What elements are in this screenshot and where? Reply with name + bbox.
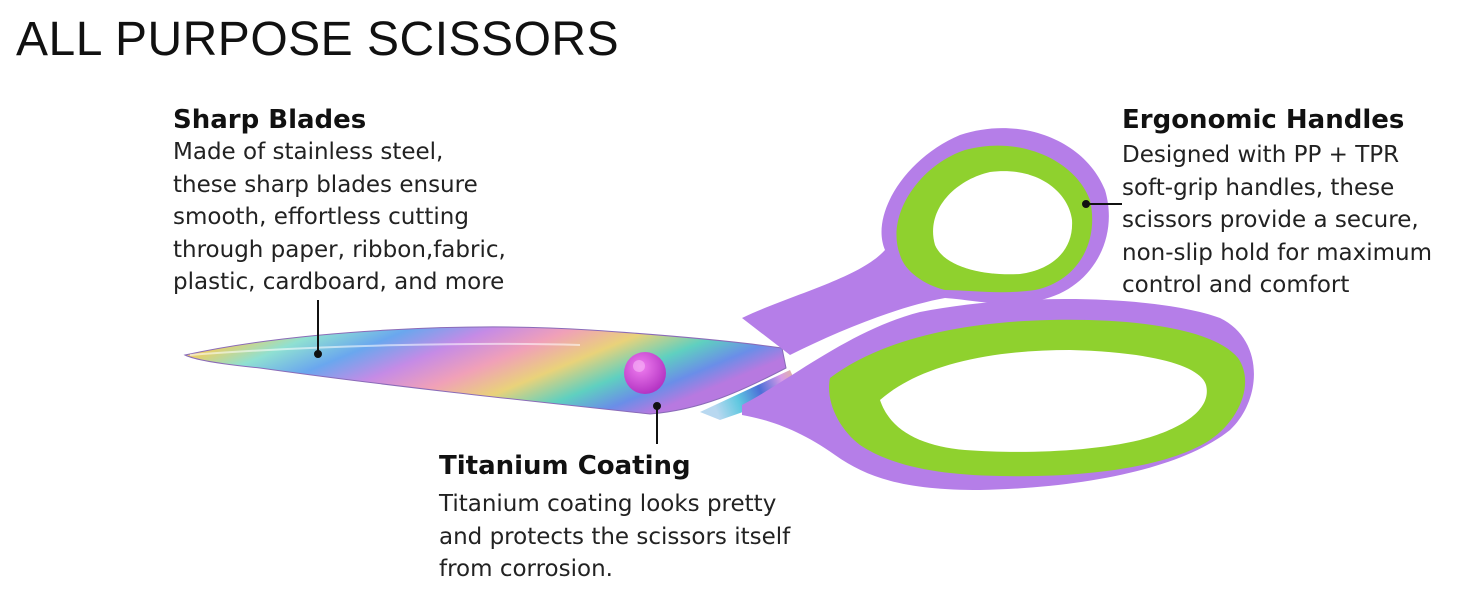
callout-line: through paper, ribbon,fabric, — [173, 236, 506, 263]
callout-line: non-slip hold for maximum — [1122, 239, 1432, 266]
coating-pointer-dot — [653, 402, 661, 410]
callout-heading: Sharp Blades — [173, 105, 367, 135]
handles-pointer-dot — [1082, 200, 1090, 208]
callout-line: smooth, effortless cutting — [173, 204, 469, 230]
blades-pointer-dot — [314, 350, 322, 358]
lower-handle — [742, 299, 1254, 490]
callout-ergonomic-handles: Ergonomic Handles Designed with PP + TPR… — [1122, 104, 1432, 302]
callout-body: Titanium coating looks pretty and protec… — [439, 488, 790, 586]
callout-line: plastic, cardboard, and more — [173, 269, 505, 295]
callout-line: soft-grip handles, these — [1122, 174, 1395, 201]
callout-line: Designed with PP + TPR — [1122, 142, 1400, 168]
callout-line: Titanium coating looks pretty — [439, 491, 777, 517]
pivot-screw — [624, 352, 666, 394]
callout-heading: Titanium Coating — [439, 451, 691, 481]
callout-sharp-blades: Sharp Blades Made of stainless steel, th… — [173, 104, 506, 299]
callout-pointers — [314, 200, 1122, 444]
lower-blade — [700, 370, 800, 420]
callout-heading: Ergonomic Handles — [1122, 105, 1405, 135]
callout-line: and protects the scissors itself — [439, 523, 791, 550]
callout-line: scissors provide a secure, — [1122, 207, 1419, 233]
callout-line: these sharp blades ensure — [173, 171, 478, 198]
upper-handle — [742, 128, 1109, 355]
callout-body: Made of stainless steel, these sharp bla… — [173, 136, 506, 299]
page-title: ALL PURPOSE SCISSORS — [16, 13, 620, 66]
callout-titanium-coating: Titanium Coating Titanium coating looks … — [439, 450, 790, 586]
callout-line: from corrosion. — [439, 556, 613, 582]
main-blade — [183, 326, 787, 415]
callout-line: Made of stainless steel, — [173, 139, 444, 165]
callout-line: control and comfort — [1122, 272, 1350, 298]
callout-body: Designed with PP + TPR soft-grip handles… — [1122, 139, 1432, 302]
